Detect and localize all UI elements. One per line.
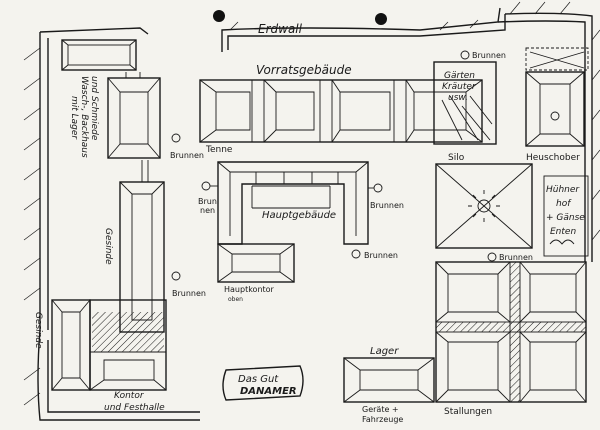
building-festhall <box>51 299 167 391</box>
title-line-2: DANAMER <box>240 386 297 397</box>
well-icon <box>171 133 181 143</box>
label-geraete-1: Geräte + <box>362 405 399 414</box>
label-huehner-3: + Gänse <box>546 213 585 223</box>
building-stables <box>435 261 587 403</box>
label-haybarn: Heuschober <box>526 153 580 163</box>
label-kontor-1: Kontor <box>114 391 145 401</box>
building-main-house <box>217 161 369 283</box>
label-main-house: Hauptgebäude <box>262 210 336 221</box>
well-icon-left <box>171 271 181 281</box>
title-cartouche <box>222 365 304 401</box>
label-storehouse: Vorratsgebäude <box>256 63 352 77</box>
garden-area <box>433 61 497 145</box>
label-erdwall: Erdwall <box>258 22 303 36</box>
earth-wall <box>23 1 600 421</box>
label-brunnen-2: Brunnen <box>472 51 506 60</box>
label-brunnen-6: Brunnen <box>499 253 533 262</box>
well-icon-left-main <box>201 181 211 191</box>
label-garten-2: Kräuter <box>442 82 477 92</box>
building-equipment-shed <box>343 357 435 403</box>
label-tenne: Tenne <box>205 145 233 155</box>
well-icon-right-main <box>373 183 383 193</box>
building-storehouse <box>199 79 483 143</box>
well-icon-below-main <box>351 249 361 259</box>
label-brunnen-split-1: Brun <box>198 197 217 206</box>
label-brunnen-5: Brunnen <box>172 289 206 298</box>
label-geraete-2: Fahrzeuge <box>362 415 403 424</box>
label-lager: Lager <box>370 346 399 357</box>
label-washhouse: Wasch-, Backhaus <box>79 76 89 158</box>
building-washhouse <box>61 39 161 159</box>
label-washhouse-3: mit Lager <box>69 96 79 140</box>
label-huehner-1: Hühner <box>546 185 580 195</box>
label-brunnen-4: Brunnen <box>364 251 398 260</box>
label-garten-1: Gärten <box>444 71 475 81</box>
label-huehner-4: Enten <box>550 227 576 237</box>
label-kontor-2: und Festhalle <box>104 403 165 413</box>
punch-hole-left <box>213 10 225 22</box>
label-brunnen-1: Brunnen <box>170 151 204 160</box>
label-garten-3: usw. <box>448 93 468 103</box>
label-stallungen: Stallungen <box>444 407 492 417</box>
label-washhouse-2: und Schmiede <box>89 76 99 141</box>
label-silo: Silo <box>448 153 465 163</box>
building-silo <box>435 163 533 249</box>
area-poultry-yard <box>543 175 589 257</box>
label-hauptkontor: Hauptkontor <box>224 285 275 294</box>
well-icon-stables <box>487 252 497 262</box>
label-gesinde-1: Gesinde <box>103 228 113 265</box>
building-haybarn <box>525 47 589 147</box>
label-oben: oben <box>228 296 243 303</box>
label-huehner-2: hof <box>556 199 572 209</box>
label-brunnen-3: Brunnen <box>370 201 404 210</box>
label-gesinde-2: Gesinde <box>33 312 43 349</box>
well-icon-garden <box>460 50 470 60</box>
building-servants <box>119 160 165 333</box>
title-line-1: Das Gut <box>238 374 279 385</box>
label-brunnen-split-2: nen <box>200 206 215 215</box>
punch-hole-right <box>375 13 387 25</box>
